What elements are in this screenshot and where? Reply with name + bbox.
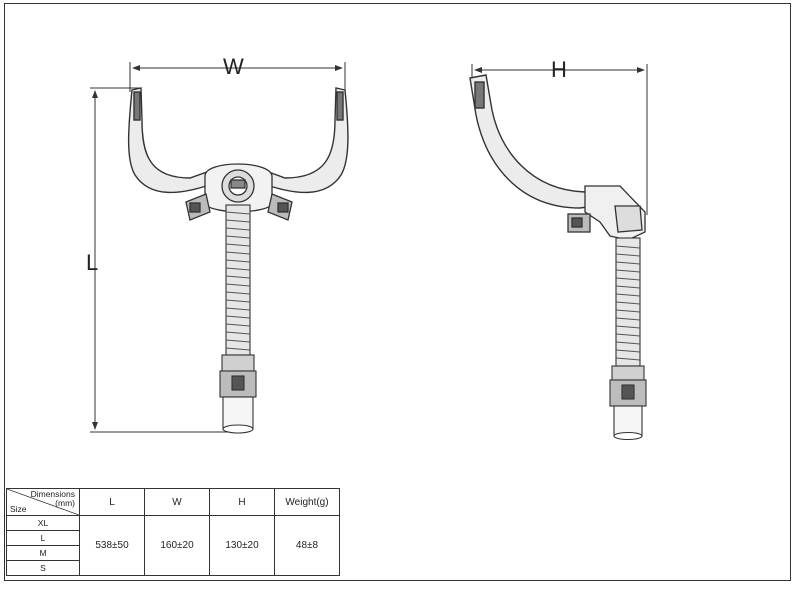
height-label: H bbox=[551, 57, 567, 82]
width-dimension-line bbox=[129, 62, 346, 92]
value-weight: 48±8 bbox=[274, 515, 340, 576]
value-h: 130±20 bbox=[209, 515, 275, 576]
column-header-weight: Weight(g) bbox=[274, 488, 340, 516]
corner-size-label: Size bbox=[10, 504, 27, 514]
width-label: W bbox=[223, 54, 244, 79]
value-l: 538±50 bbox=[79, 515, 145, 576]
size-xl: XL bbox=[6, 515, 80, 531]
size-m: M bbox=[6, 545, 80, 561]
height-dimension-line bbox=[471, 64, 648, 215]
value-w: 160±20 bbox=[144, 515, 210, 576]
size-s: S bbox=[6, 560, 80, 576]
side-headgear-arm bbox=[469, 74, 603, 209]
corner-header: Dimensions(mm) Size bbox=[6, 488, 80, 516]
dimensions-table: Dimensions(mm) Size L W H Weight(g) XL 5… bbox=[6, 488, 340, 576]
column-header-h: H bbox=[209, 488, 275, 516]
drawing-frame bbox=[4, 3, 791, 581]
side-tube bbox=[609, 237, 647, 441]
corner-unit-label: (mm) bbox=[55, 498, 75, 508]
front-tube bbox=[219, 204, 257, 434]
column-header-l: L bbox=[79, 488, 145, 516]
corner-dimensions-label: Dimensions bbox=[30, 489, 75, 499]
length-dimension-line bbox=[90, 87, 228, 433]
front-headgear-arms bbox=[127, 87, 349, 194]
column-header-w: W bbox=[144, 488, 210, 516]
size-l: L bbox=[6, 530, 80, 546]
length-label: L bbox=[86, 250, 99, 275]
front-hub bbox=[185, 163, 293, 221]
